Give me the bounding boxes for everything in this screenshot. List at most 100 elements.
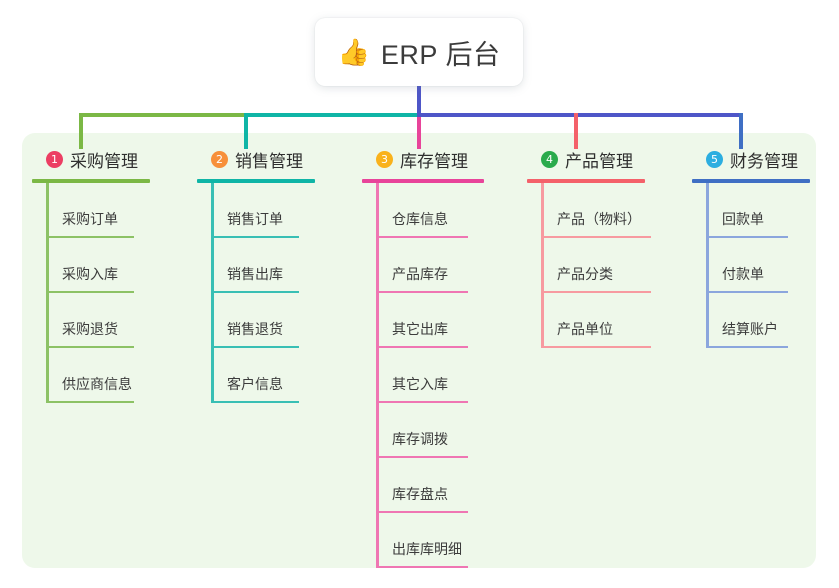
column-1: 1 采购管理采购订单采购入库采购退货供应商信息 (32, 147, 150, 403)
list-item[interactable]: 供应商信息 (32, 348, 150, 403)
column-title-1: 采购管理 (70, 151, 138, 171)
column-title-5: 财务管理 (730, 151, 798, 171)
root-node-erp-backend[interactable]: 👍 ERP 后台 (315, 18, 523, 86)
list-item[interactable]: 客户信息 (197, 348, 315, 403)
list-item-rule (376, 456, 468, 458)
connector-bus-green (79, 113, 248, 117)
list-item[interactable]: 出库库明细 (362, 513, 484, 568)
column-rule-3 (362, 179, 484, 183)
column-spine-4 (541, 183, 544, 348)
column-rule-5 (692, 179, 810, 183)
root-node-title: ERP 后台 (380, 39, 501, 70)
column-spine-2 (211, 183, 214, 403)
list-item-rule (211, 346, 299, 348)
diagram-panel (22, 133, 816, 568)
connector-stub-5 (739, 113, 743, 149)
list-item-rule (541, 236, 651, 238)
list-item[interactable]: 产品（物料） (527, 183, 651, 238)
connector-bus-purple (417, 113, 743, 117)
column-spine-5 (706, 183, 709, 348)
connector-stub-1 (79, 113, 83, 149)
column-items-2: 销售订单销售出库销售退货客户信息 (197, 183, 315, 403)
column-title-4: 产品管理 (565, 151, 633, 171)
list-item-label: 采购退货 (62, 321, 118, 337)
list-item[interactable]: 销售退货 (197, 293, 315, 348)
list-item-rule (46, 346, 134, 348)
list-item-rule (46, 236, 134, 238)
list-item[interactable]: 采购入库 (32, 238, 150, 293)
list-item-rule (706, 346, 788, 348)
list-item-rule (706, 236, 788, 238)
list-item-rule (706, 291, 788, 293)
list-item[interactable]: 结算账户 (692, 293, 810, 348)
list-item[interactable]: 库存调拨 (362, 403, 484, 458)
column-rule-4 (527, 179, 645, 183)
list-item-rule (376, 291, 468, 293)
list-item[interactable]: 销售出库 (197, 238, 315, 293)
list-item-label: 库存盘点 (392, 486, 448, 502)
column-rule-2 (197, 179, 315, 183)
list-item-label: 结算账户 (722, 321, 778, 337)
root-node-content: 👍 ERP 后台 (338, 33, 501, 72)
list-item[interactable]: 其它出库 (362, 293, 484, 348)
connector-bus-teal (244, 113, 421, 117)
list-item-label: 销售退货 (227, 321, 283, 337)
connector-stub-3 (417, 117, 421, 149)
connector-root-stem (417, 86, 421, 117)
list-item-rule (211, 401, 299, 403)
column-title-2: 销售管理 (235, 151, 303, 171)
list-item-label: 回款单 (722, 211, 764, 227)
connector-stub-4 (574, 113, 578, 149)
list-item-rule (376, 401, 468, 403)
list-item-label: 库存调拨 (392, 431, 448, 447)
list-item[interactable]: 产品库存 (362, 238, 484, 293)
list-item-label: 销售出库 (227, 266, 283, 282)
list-item-rule (46, 401, 134, 403)
column-badge-4: 4 (541, 150, 558, 168)
column-2: 2 销售管理销售订单销售出库销售退货客户信息 (197, 147, 315, 403)
list-item[interactable]: 采购订单 (32, 183, 150, 238)
list-item[interactable]: 产品分类 (527, 238, 651, 293)
list-item-label: 付款单 (722, 266, 764, 282)
list-item[interactable]: 其它入库 (362, 348, 484, 403)
list-item-label: 仓库信息 (392, 211, 448, 227)
list-item-label: 采购入库 (62, 266, 118, 282)
column-header-4[interactable]: 4 产品管理 (527, 147, 645, 171)
column-4: 4 产品管理产品（物料） 产品分类产品单位 (527, 147, 651, 348)
list-item-label: 销售订单 (227, 211, 283, 227)
list-item-label: 产品单位 (557, 321, 613, 337)
column-items-5: 回款单付款单结算账户 (692, 183, 810, 348)
list-item-label: 客户信息 (227, 376, 283, 392)
list-item[interactable]: 产品单位 (527, 293, 651, 348)
column-spine-3 (376, 183, 379, 568)
column-rule-1 (32, 179, 150, 183)
column-spine-1 (46, 183, 49, 403)
list-item-label: 采购订单 (62, 211, 118, 227)
column-title-3: 库存管理 (400, 151, 468, 171)
list-item[interactable]: 库存盘点 (362, 458, 484, 513)
thumbs-up-icon: 👍 (337, 37, 370, 67)
column-badge-1: 1 (46, 150, 63, 168)
column-items-3: 仓库信息产品库存其它出库其它入库库存调拨库存盘点出库库明细 (362, 183, 484, 568)
list-item-label: 产品分类 (557, 266, 613, 282)
list-item[interactable]: 采购退货 (32, 293, 150, 348)
column-header-2[interactable]: 2 销售管理 (197, 147, 315, 171)
list-item-rule (376, 236, 468, 238)
column-items-4: 产品（物料） 产品分类产品单位 (527, 183, 651, 348)
list-item-label: 其它入库 (392, 376, 448, 392)
list-item[interactable]: 仓库信息 (362, 183, 484, 238)
connector-stub-2 (244, 113, 248, 149)
list-item-label: 出库库明细 (392, 541, 462, 557)
list-item[interactable]: 回款单 (692, 183, 810, 238)
column-header-1[interactable]: 1 采购管理 (32, 147, 150, 171)
list-item[interactable]: 销售订单 (197, 183, 315, 238)
list-item-rule (541, 291, 651, 293)
column-badge-2: 2 (211, 150, 228, 168)
list-item[interactable]: 付款单 (692, 238, 810, 293)
list-item-label: 其它出库 (392, 321, 448, 337)
list-item-rule (376, 511, 468, 513)
